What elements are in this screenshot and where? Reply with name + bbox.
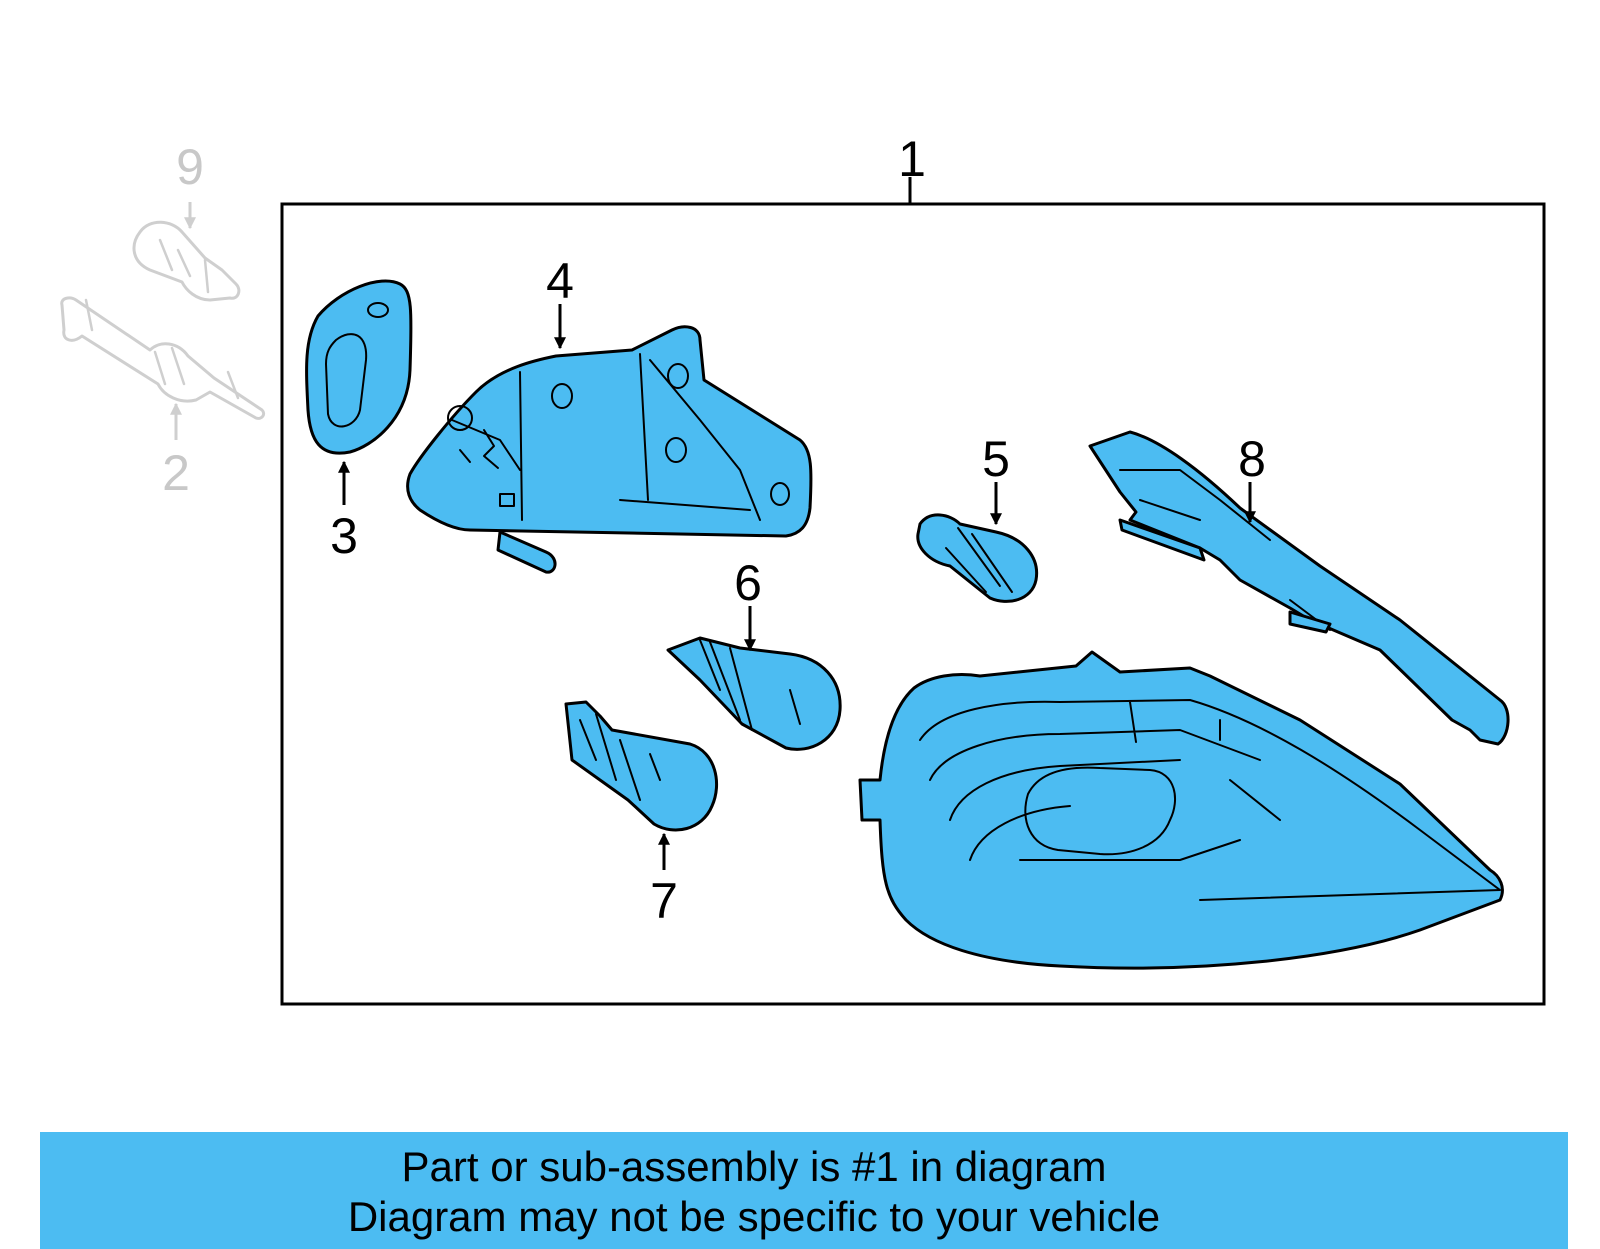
- part-5-bulb: [916, 513, 1039, 603]
- assembly-box: [280, 202, 1546, 1006]
- callout-7: 7: [650, 873, 678, 929]
- part-6-bulb: [666, 636, 842, 751]
- callout-9: 9: [176, 139, 204, 195]
- callout-1: 1: [898, 131, 926, 187]
- ghost-part-2-socket: [60, 296, 266, 420]
- part-7-bulb: [564, 700, 719, 832]
- callout-6: 6: [734, 555, 762, 611]
- banner-line-2: Diagram may not be specific to your vehi…: [347, 1193, 1161, 1240]
- part-3-gasket: [305, 279, 413, 455]
- banner-line-1: Part or sub-assembly is #1 in diagram: [401, 1143, 1107, 1190]
- callout-3: 3: [330, 508, 358, 564]
- ghost-part-9-bulb: [132, 220, 241, 302]
- callout-5: 5: [982, 431, 1010, 487]
- part-4-housing: [406, 325, 813, 574]
- callout-8: 8: [1238, 431, 1266, 487]
- info-banner: Part or sub-assembly is #1 in diagram Di…: [40, 1132, 1568, 1249]
- part-1-lamp: [858, 650, 1504, 970]
- callout-4: 4: [546, 253, 574, 309]
- callout-2: 2: [162, 445, 190, 501]
- part-8-reflector: [1088, 430, 1510, 746]
